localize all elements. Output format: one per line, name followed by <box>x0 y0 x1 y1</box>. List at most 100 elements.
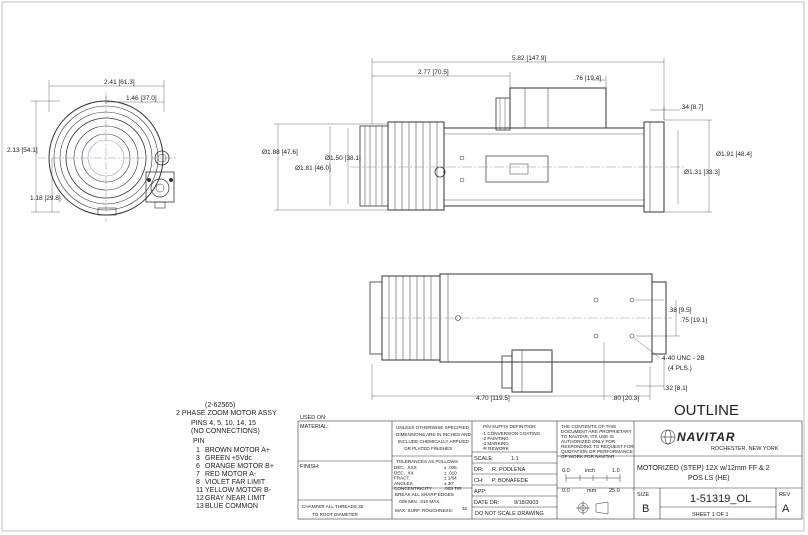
pin-description: GRAY NEAR LIMIT <box>205 495 266 502</box>
company-location: ROCHESTER, NEW YORK <box>711 446 779 452</box>
roughness-label: MAX. SURF. ROUGHNESS: <box>395 508 453 513</box>
motor-pin-header: PIN <box>193 438 205 445</box>
edges-line-2: .005 MIN. .010 MAX. <box>398 499 441 504</box>
third-angle-projection-icon <box>576 501 609 515</box>
tolerance-value: ± .005 <box>444 465 457 470</box>
scale-value: 1:1 <box>511 456 519 462</box>
pin-number: 7 <box>196 471 200 478</box>
scale-label: SCALE: <box>474 456 494 462</box>
front-width-label: 2.41 [61.3] <box>104 79 135 86</box>
size-label: SIZE <box>637 492 650 498</box>
side-length-label: 5.82 [147.9] <box>512 55 547 62</box>
roughness-value: 32 <box>462 506 468 511</box>
motor-pins-line: PINS 4, 5, 10, 14, 15 <box>191 420 256 427</box>
tol-header: TOLERANCES AS FOLLOWS <box>396 459 458 464</box>
date-value: 9/18/2003 <box>514 500 538 506</box>
side-dia-b: Ø1.81 [46.0] <box>295 165 331 172</box>
bottom-thread-count: (4 PLS.) <box>668 365 692 372</box>
motor-part-ref: (2-62565) <box>205 402 235 409</box>
side-dimensions <box>274 58 712 213</box>
suffix-item: -3 MARKING <box>482 441 509 446</box>
no-scale-note: DO NOT SCALE DRAWING <box>475 511 544 517</box>
pin-number: 3 <box>196 455 200 462</box>
pin-description: BROWN MOTOR A+ <box>205 447 270 454</box>
tolerance-label: ANGLES <box>394 481 413 486</box>
pin-number: 11 <box>196 487 203 494</box>
approved-label: APP: <box>474 489 487 495</box>
pin-description: GREEN +5Vdc <box>205 455 252 462</box>
outline-title: OUTLINE <box>674 402 739 419</box>
bottom-dimensions <box>371 299 680 400</box>
scale-inch-end: 1.0 <box>612 468 620 474</box>
pin-description: BLUE COMMON <box>205 503 258 510</box>
proprietary-line: TO NAVITAR, ITS USE IS <box>561 434 614 439</box>
part-number: 1-51319_OL <box>690 493 751 505</box>
side-motor-width-label: .76 [19.4] <box>574 75 601 82</box>
bottom-hole-a: .38 [9.5] <box>668 307 692 314</box>
pin-number: 1 <box>196 447 200 454</box>
proprietary-line: OF WORK FOR NAVITAR <box>561 454 615 459</box>
proprietary-line: RESPONDING TO REQUEST FOR <box>561 444 634 449</box>
navitar-logo: NAVITAR <box>660 429 735 445</box>
drawn-by-label: DR: <box>474 467 484 473</box>
side-dia-d: Ø1.91 [48.4] <box>716 151 752 158</box>
bottom-view <box>369 273 672 393</box>
motor-info: (2-62565) 2 PHASE ZOOM MOTOR ASSY PINS 4… <box>176 402 277 510</box>
side-view <box>350 87 684 213</box>
title-block <box>297 420 803 520</box>
pin-number: 13 <box>196 503 204 510</box>
edges-line-1: BREAK ALL SHARP EDGES <box>395 492 454 497</box>
pin-number: 8 <box>196 479 200 486</box>
pin-description: RED MOTOR A- <box>205 471 257 478</box>
bottom-length-label: 4.70 [119.5] <box>476 395 510 402</box>
pin-number: 12 <box>196 495 204 502</box>
tolerance-value: ± 1/64 <box>444 476 457 481</box>
suffix-item: -2 PAINTING <box>482 436 509 441</box>
dims-note-3: INCLUDE CHEMICALLY APPLIED <box>398 439 469 444</box>
tolerance-value: ± 30' <box>444 481 454 486</box>
scale-mm-start: 0.0 <box>562 488 570 494</box>
checked-by-value: P. BONAFEDE <box>492 478 529 484</box>
bottom-end2-label: .32 [8.1] <box>664 385 688 392</box>
tolerance-label: CONCENTRICITY <box>394 486 432 491</box>
proprietary-line: AUTHORIZED ONLY FOR <box>561 439 616 444</box>
motor-title: 2 PHASE ZOOM MOTOR ASSY <box>176 410 277 417</box>
tolerance-label: DEC. .XXX <box>394 465 417 470</box>
tolerance-label: FRACT. <box>394 476 410 481</box>
suffix-list: -1 CONVERSION COATING-2 PAINTING-3 MARKI… <box>482 431 541 451</box>
bottom-end-label: .80 [20.3] <box>612 395 639 402</box>
front-height-label: 2.13 [54.1] <box>7 147 38 154</box>
used-on-label: USED ON: <box>300 415 327 421</box>
scale-inch-unit: inch <box>585 468 595 474</box>
side-flange-label: .34 [8.7] <box>680 104 704 111</box>
tolerance-label: DEC. .XX <box>394 470 414 475</box>
pin-description: VIOLET FAR LIMIT <box>205 479 266 486</box>
bottom-hole-b: .75 [19.1] <box>680 317 707 324</box>
finish-label: FINISH: <box>300 464 320 470</box>
dims-note-2: DIMENSIONS ARE IN INCHES AND <box>396 432 471 437</box>
side-dia-a: Ø1.88 [47.6] <box>262 149 298 156</box>
dims-note-1: UNLESS OTHERWISE SPECIFIED <box>396 425 470 430</box>
front-inner-width-label: 1.46 [37.0] <box>126 95 157 102</box>
proprietary-line: DOCUMENT ARE PROPRIETARY <box>561 429 632 434</box>
date-label: DATE DR: <box>474 500 500 506</box>
scale-mm-end: 25.0 <box>609 488 620 494</box>
proprietary-line: QUOTATION OR PERFORMANCE <box>561 449 633 454</box>
pin-description: YELLOW MOTOR B- <box>205 487 272 494</box>
size-value: B <box>642 503 649 515</box>
motor-pins-note: (NO CONNECTIONS) <box>191 428 260 435</box>
chamfer-line-1: CHAMFER ALL THREADS 30 <box>302 504 364 509</box>
bottom-thread-label: 4-40 UNC - 2B <box>662 355 705 362</box>
rev-label: REV <box>779 492 791 498</box>
suffix-item: -1 CONVERSION COATING <box>482 431 541 436</box>
pin-number: 6 <box>196 463 200 470</box>
description-line-1: MOTORIZED (STEP) 12X w/12mm FF & 2 <box>637 465 770 472</box>
scale-bar <box>565 474 621 482</box>
sheet-label: SHEET 1 OF 1 <box>692 512 729 518</box>
chamfer-line-2: TO ROOT DIAMETER <box>312 512 358 517</box>
